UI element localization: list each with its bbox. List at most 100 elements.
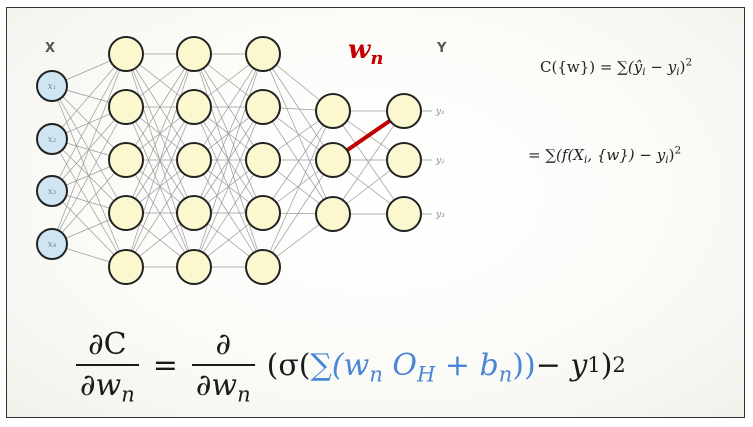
network-labels: x₁ x₂ x₃ x₄ y₁ y₂ y₃ <box>48 82 445 250</box>
lhs-den-sub: n <box>121 382 135 407</box>
node-l4-1 <box>315 93 351 129</box>
cost-rhs-2: − y <box>645 58 677 76</box>
edge-l4-2-0 <box>332 110 405 215</box>
cost-equation: C({w}) = ∑(ŷi − yi)2 <box>540 56 693 79</box>
node-l3-1 <box>245 36 281 72</box>
node-l2-3 <box>176 142 212 178</box>
edge-l1-3-0 <box>125 53 195 214</box>
edge-l1-4-2 <box>125 159 195 268</box>
lhs-denominator: ∂wn <box>76 364 139 407</box>
sum-o-sub: H <box>416 361 436 386</box>
cost-rhs-3: ) <box>679 58 686 76</box>
edge-l0-3-1 <box>51 106 127 245</box>
input-node-3 <box>36 175 68 207</box>
node-l1-4 <box>108 195 144 231</box>
edge-l2-3-0 <box>193 53 264 214</box>
node-l3-2 <box>245 89 281 125</box>
edge-l0-0-4 <box>51 85 127 268</box>
edge-l3-3-0 <box>262 110 334 214</box>
cost-square: 2 <box>685 56 693 69</box>
lhs-numerator: ∂C <box>88 327 127 362</box>
expanded-sub-i-1: i <box>583 154 588 167</box>
output-label-1: y₁ <box>435 107 445 117</box>
node-l1-1 <box>108 36 144 72</box>
weight-label: wn <box>348 35 383 69</box>
x-header: X <box>45 41 55 56</box>
sum-plus-b: + b <box>435 347 499 383</box>
input-node-2 <box>36 123 68 155</box>
output-label-2: y₂ <box>435 156 445 166</box>
sigma-open: (σ( <box>266 347 311 383</box>
rhs-den-w: ∂w <box>195 368 238 403</box>
rhs-fraction: ∂ ∂wn <box>191 327 255 407</box>
edge-l3-0-2 <box>262 53 334 215</box>
cost-equation-expanded: = ∑(f(Xi, {w}) − yi)2 <box>528 144 682 167</box>
cost-sub-i-2: i <box>676 66 680 79</box>
node-l3-4 <box>245 195 281 231</box>
edge-l3-0-1 <box>262 53 334 161</box>
edge-l1-4-0 <box>125 53 195 268</box>
edge-l2-4-0 <box>193 53 264 268</box>
y-header: Y <box>436 41 447 56</box>
edge-l3-4-1 <box>262 159 334 268</box>
edge-l2-4-1 <box>193 106 264 268</box>
cost-rhs-1: = ∑(ŷ <box>599 58 643 76</box>
cost-lhs: C({w}) <box>540 58 596 76</box>
lhs-fraction: ∂C ∂wn <box>76 327 139 407</box>
lhs-den-w: ∂w <box>80 368 122 403</box>
node-l1-2 <box>108 89 144 125</box>
edge-l0-2-0 <box>51 53 127 192</box>
sum-w-sub: n <box>369 361 383 386</box>
expanded-c: ) <box>668 146 675 164</box>
input-label-1: x₁ <box>48 82 57 92</box>
edge-l1-4-1 <box>125 106 195 268</box>
node-l4-3 <box>315 196 351 232</box>
equals-sign: = <box>152 347 178 383</box>
node-l4-2 <box>315 142 351 178</box>
network-nodes <box>36 36 422 285</box>
edge-l0-3-2 <box>51 159 127 245</box>
expanded-b: , {w}) − y <box>587 146 666 164</box>
node-l2-1 <box>176 36 212 72</box>
expanded-a: = ∑(f(X <box>528 146 584 164</box>
expanded-sub-i-2: i <box>665 154 669 167</box>
sum-close: )) <box>512 347 536 383</box>
node-l3-5 <box>245 249 281 285</box>
close-paren: ) <box>600 347 613 383</box>
rhs-den-sub: n <box>237 382 251 407</box>
edge-l3-4-0 <box>262 110 334 268</box>
node-l1-5 <box>108 249 144 285</box>
node-l1-3 <box>108 142 144 178</box>
cost-sub-i-1: i <box>642 66 646 79</box>
edge-l2-2-0 <box>193 53 264 161</box>
input-label-4: x₄ <box>48 240 57 250</box>
weight-symbol: w <box>348 35 372 65</box>
edge-l1-2-0 <box>125 53 195 161</box>
rhs-denominator: ∂wn <box>191 364 255 407</box>
node-l5-3 <box>386 196 422 232</box>
sum-b-sub: n <box>498 361 513 386</box>
edge-l0-3-0 <box>51 53 127 245</box>
node-l2-2 <box>176 89 212 125</box>
sum-o: O <box>382 347 417 383</box>
input-label-3: x₃ <box>48 187 57 197</box>
input-node-4 <box>36 228 68 260</box>
rhs-numerator: ∂ <box>215 327 231 362</box>
edge-l3-1-2 <box>262 106 334 215</box>
edge-l0-1-4 <box>51 138 127 268</box>
sum-open: ∑(w <box>310 347 370 383</box>
node-l5-2 <box>386 142 422 178</box>
edge-l0-1-0 <box>51 53 127 140</box>
minus-y: − y <box>535 347 588 383</box>
input-node-1 <box>36 70 68 102</box>
expanded-square: 2 <box>674 144 682 157</box>
node-l3-3 <box>245 142 281 178</box>
weighted-sum: ∑(wn OH + bn)) <box>310 347 536 386</box>
input-label-2: x₂ <box>48 135 57 145</box>
output-label-3: y₃ <box>435 210 445 220</box>
node-l5-1 <box>386 93 422 129</box>
node-l2-5 <box>176 249 212 285</box>
edge-l2-4-2 <box>193 159 264 268</box>
